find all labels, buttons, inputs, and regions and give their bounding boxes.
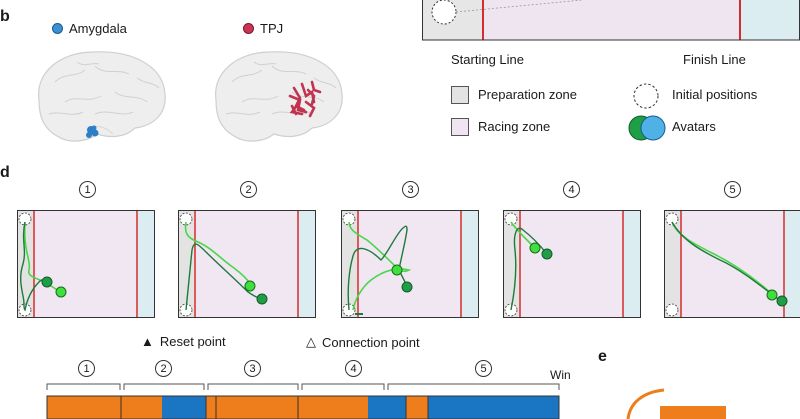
timeline-label-5: 5 <box>475 360 492 377</box>
tpj-dot-icon <box>243 23 254 34</box>
panel-label-d: d <box>0 164 10 181</box>
timeline-label-2: 2 <box>155 360 172 377</box>
amygdala-dot-icon <box>52 23 63 34</box>
panel-e-partial-figure <box>626 388 726 419</box>
reset-triangle-icon: ▲ <box>141 334 154 349</box>
tpj-region <box>288 80 322 118</box>
preparation-zone-swatch <box>451 86 469 104</box>
timeline-label-1: 1 <box>78 360 95 377</box>
brain-tpj-image <box>215 51 343 142</box>
amygdala-text: Amygdala <box>69 21 127 36</box>
starting-line-label: Starting Line <box>451 52 524 67</box>
trajectory-panel-3 <box>341 210 479 318</box>
panel-label-e: e <box>598 348 607 365</box>
trajectory-panel-5 <box>664 210 800 318</box>
win-label: Win <box>550 368 571 382</box>
initial-positions-label: Initial positions <box>672 87 758 102</box>
initial-position-marker <box>431 0 457 25</box>
timeline-label-4: 4 <box>345 360 362 377</box>
tpj-label: TPJ <box>243 21 283 36</box>
trajectory-panel-1 <box>17 210 155 318</box>
trial-number-5: 5 <box>724 181 741 198</box>
trajectory-panel-4 <box>503 210 641 318</box>
connection-point-label: Connection point <box>322 334 420 350</box>
tpj-text: TPJ <box>260 21 284 36</box>
connection-point-legend: △ Connection point <box>306 334 420 350</box>
avatars-label: Avatars <box>672 119 716 134</box>
panel-label-b: b <box>0 8 10 25</box>
initial-positions-icon <box>633 83 659 109</box>
trial-number-3: 3 <box>402 181 419 198</box>
timeline-bar <box>46 383 560 419</box>
race-track-diagram <box>422 0 800 41</box>
racing-zone-label: Racing zone <box>478 119 551 134</box>
trial-number-1: 1 <box>79 181 96 198</box>
finish-line-label: Finish Line <box>683 52 746 67</box>
reset-point-label: Reset point <box>159 334 226 349</box>
brain-amygdala-image <box>38 51 166 142</box>
racing-zone-swatch <box>451 118 469 136</box>
trajectory-panel-2 <box>178 210 316 318</box>
trial-number-4: 4 <box>563 181 580 198</box>
timeline-brackets <box>46 383 560 390</box>
trial-number-2: 2 <box>240 181 257 198</box>
amygdala-region <box>86 125 99 138</box>
preparation-zone-label: Preparation zone <box>478 87 578 102</box>
reset-point-legend: ▲ Reset point <box>141 334 226 349</box>
connection-triangle-icon: △ <box>306 334 316 349</box>
avatars-icon <box>628 115 666 141</box>
timeline-label-3: 3 <box>244 360 261 377</box>
amygdala-label: Amygdala <box>52 21 127 36</box>
